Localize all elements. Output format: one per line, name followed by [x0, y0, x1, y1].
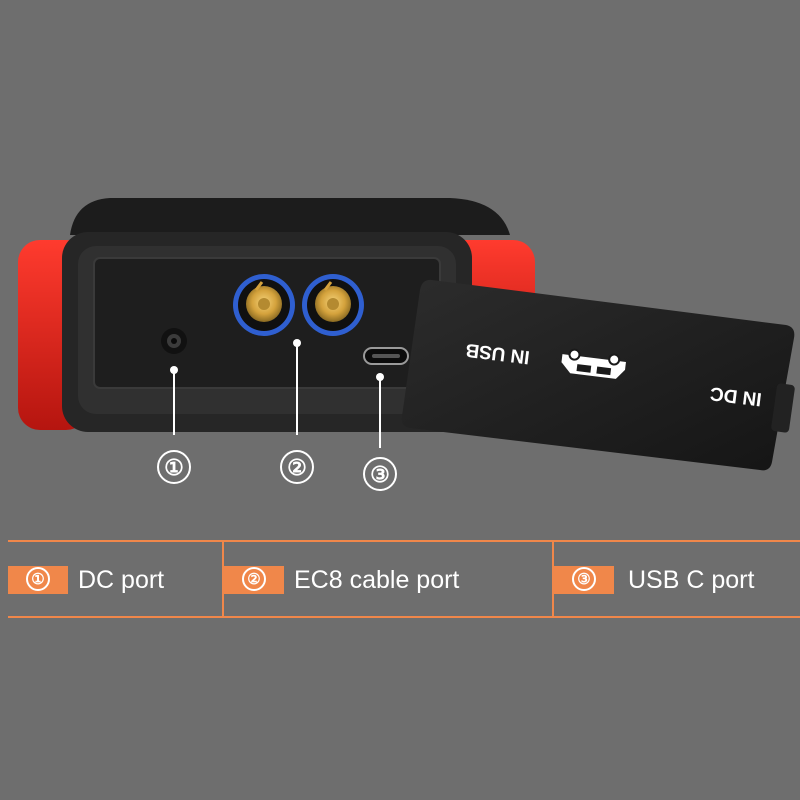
ec8-port-right — [302, 274, 364, 336]
legend: ① DC port ② EC8 cable port ③ USB C port — [8, 540, 800, 618]
legend-badge-3: ③ — [554, 566, 614, 594]
ec8-port-left — [233, 274, 295, 336]
dc-port — [161, 328, 187, 354]
legend-label-3: USB C port — [628, 566, 755, 594]
callout-1: ① — [157, 450, 191, 484]
legend-divider-2 — [552, 542, 554, 616]
car-icon — [553, 346, 633, 391]
device-photo — [18, 198, 795, 471]
usb-c-port — [363, 347, 409, 365]
legend-item-usb-c-port: ③ USB C port — [554, 542, 800, 616]
legend-item-ec8-port: ② EC8 cable port — [224, 542, 552, 616]
legend-label-2: EC8 cable port — [294, 566, 460, 594]
callout-2: ② — [280, 450, 314, 484]
legend-badge-2: ② — [224, 566, 284, 594]
legend-label-1: DC port — [78, 566, 165, 594]
leader-lines — [170, 339, 384, 448]
legend-badge-1: ① — [8, 566, 68, 594]
legend-item-dc-port: ① DC port — [8, 542, 222, 616]
callout-3: ③ — [363, 457, 397, 491]
legend-divider-1 — [222, 542, 224, 616]
